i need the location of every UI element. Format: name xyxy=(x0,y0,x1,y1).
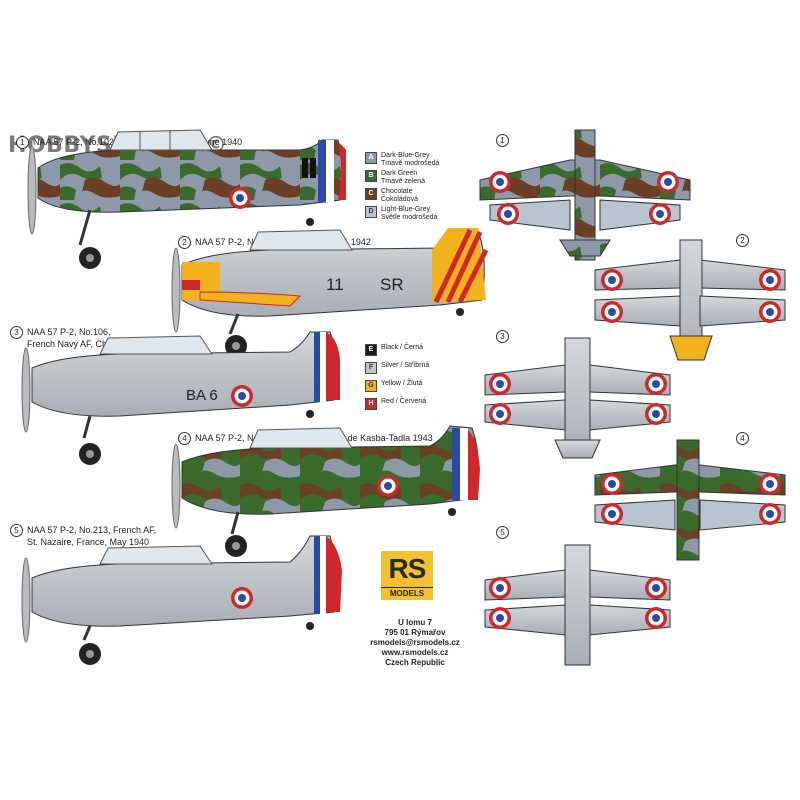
caption-1-text: NAA 57 P-2, No.102, French AF, France , … xyxy=(33,136,243,147)
planform-number-1: 1 xyxy=(496,134,509,147)
planform-2 xyxy=(594,239,786,361)
planform-number-4: 4 xyxy=(736,432,749,445)
legend-c-en: Chocolate xyxy=(381,188,413,195)
planform-number-5: 5 xyxy=(496,526,509,539)
caption-3-line2: French Navy AF, Cherbourg, 1940 xyxy=(27,339,164,349)
address-country: Czech Republic xyxy=(385,658,445,667)
swatch-d: D xyxy=(365,206,377,218)
publisher-address: U lomu 7 795 01 Rýmařov rsmodels@rsmodel… xyxy=(370,618,460,668)
aircraft-profile-5 xyxy=(21,535,342,665)
legend-item-e: E Black / Černá xyxy=(365,344,429,356)
swatch-f: F xyxy=(365,362,377,374)
legend-d-en: Light-Blue-Grey xyxy=(381,206,431,213)
caption-1: 1 NAA 57 P-2, No.102, French AF, France ,… xyxy=(16,136,242,149)
caption-5-line2: St. Nazaire, France, May 1940 xyxy=(27,537,150,547)
legend-item-f: F Silver / Stříbrná xyxy=(365,362,429,374)
caption-4-text: NAA 57 P-2, No.213, Free France AF, de K… xyxy=(195,432,433,443)
profile-number-3: 3 xyxy=(10,326,23,339)
swatch-e: E xyxy=(365,344,377,356)
profile-number-2: 2 xyxy=(178,236,191,249)
caption-5: 5 NAA 57 P-2, No.213, French AF, St. Naza… xyxy=(10,524,156,548)
profile-number-1: 1 xyxy=(16,136,29,149)
planform-3 xyxy=(484,337,671,459)
aircraft-profile-3: BA 6 xyxy=(21,331,340,465)
color-legend-markings: E Black / Černá F Silver / Stříbrná G Ye… xyxy=(365,344,429,412)
aircraft-2-number: 11 xyxy=(326,275,344,294)
address-website: www.rsmodels.cz xyxy=(381,648,449,657)
caption-3: 3 NAA 57 P-2, No.106, French Navy AF, Che… xyxy=(10,326,163,350)
legend-f-label: Silver / Stříbrná xyxy=(381,362,430,369)
planform-1 xyxy=(479,129,691,261)
logo-letters: RS xyxy=(381,551,433,587)
legend-g-label: Yellow / Žlutá xyxy=(381,380,423,387)
legend-b-cz: Tmavě zelená xyxy=(381,178,425,185)
profile-number-5: 5 xyxy=(10,524,23,537)
planform-number-3: 3 xyxy=(496,330,509,343)
legend-e-label: Black / Černá xyxy=(381,344,424,351)
swatch-a: A xyxy=(365,152,377,164)
legend-item-g: G Yellow / Žlutá xyxy=(365,380,429,392)
planform-number-2: 2 xyxy=(736,234,749,247)
legend-c-cz: Čokoládová xyxy=(381,196,418,203)
caption-2: 2 NAA 57 P-2, No.102, French Vichy AF, 19… xyxy=(178,236,371,249)
caption-2-text: NAA 57 P-2, No.102, French Vichy AF, 194… xyxy=(195,236,371,247)
legend-item-h: H Red / Červená xyxy=(365,398,429,410)
legend-h-label: Red / Červená xyxy=(381,398,427,405)
swatch-h: H xyxy=(365,398,377,410)
swatch-g: G xyxy=(365,380,377,392)
legend-b-en: Dark Green xyxy=(381,170,418,177)
logo-sub: MODELS xyxy=(381,587,433,600)
caption-4: 4 NAA 57 P-2, No.213, Free France AF, de … xyxy=(178,432,433,445)
address-city: 795 01 Rýmařov xyxy=(384,628,446,637)
swatch-b: B xyxy=(365,170,377,182)
legend-d-cz: Světle modrošedá xyxy=(381,214,438,221)
rs-models-logo: RS MODELS xyxy=(381,551,433,600)
swatch-c: C xyxy=(365,188,377,200)
aircraft-2-code: SR xyxy=(380,275,404,294)
legend-a-en: Dark-Blue-Grey xyxy=(381,152,430,159)
aircraft-profile-4 xyxy=(171,425,480,557)
address-email: rsmodels@rsmodels.cz xyxy=(370,638,460,647)
aircraft-3-code: BA 6 xyxy=(186,387,218,404)
caption-5-line1: NAA 57 P-2, No.213, French AF, xyxy=(27,524,157,535)
planform-5 xyxy=(484,544,671,666)
legend-a-cz: Tmavě modrošedá xyxy=(381,160,440,167)
profile-number-4: 4 xyxy=(178,432,191,445)
planform-4 xyxy=(594,439,786,561)
address-street: U lomu 7 xyxy=(398,618,432,627)
caption-3-line1: NAA 57 P-2, No.106, xyxy=(27,326,111,337)
